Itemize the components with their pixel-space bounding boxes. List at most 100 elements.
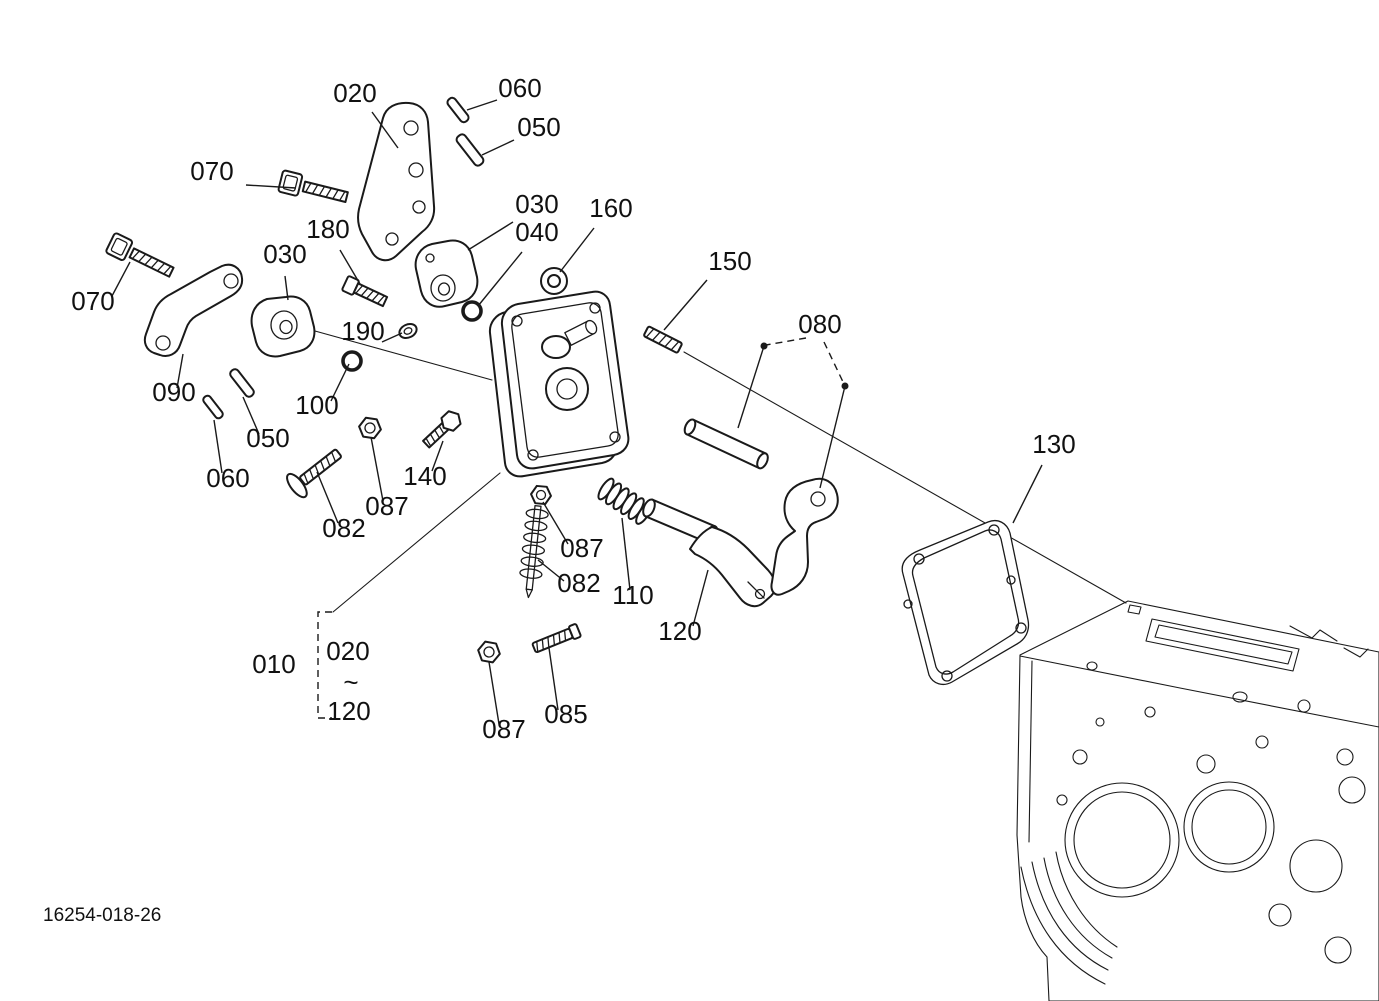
part-label-082-b: 082 [557,568,600,598]
part-130-gasket [901,519,1030,686]
leader-070-upper [245,184,297,189]
leader-087-a [370,436,384,502]
part-label-130: 130 [1032,429,1075,459]
part-label-110: 110 [612,580,653,610]
bolt-shaft [128,247,175,278]
lever-fork-line [747,581,765,599]
leader-140 [431,440,444,472]
part-060-pin-left [202,394,224,420]
thread-lines [304,182,346,202]
bolt-shaft [301,180,349,203]
part-140-joint [422,410,462,449]
part-label-050-left: 050 [246,423,289,453]
part-label-050-top: 050 [517,112,560,142]
part-label-140: 140 [403,461,446,491]
axis-pivot-shaft [314,330,493,381]
screw-head [286,472,308,499]
rod-end-b [756,452,769,470]
leader-190 [381,332,403,343]
part-labels: 020 060 050 070 180 030 040 160 070 030 … [71,73,1075,744]
block-crankcase-arcs [1020,851,1118,985]
block-bore-large-inner [1073,791,1171,889]
block-topface-hole-b [1232,691,1248,703]
leader-050-left [242,396,260,435]
leader-100 [330,363,350,402]
assembly-010-bracket [317,611,332,719]
bolt-head [105,232,134,261]
part-082-spring-screw [519,505,549,599]
block-small-slot [1127,604,1142,615]
plate-hole-bl [527,449,539,461]
leader-087-b [542,501,569,545]
thread-lines [645,328,680,351]
joint-hex [440,410,462,432]
shaft-end-a [642,498,656,518]
part-087-nut-c [477,640,501,664]
block-top-slot-inner [1154,624,1293,665]
part-label-190: 190 [341,316,384,346]
part-020-control-lever [357,101,436,262]
part-label-087-a: 087 [365,491,408,521]
block-hole-10 [1056,794,1068,806]
part-label-range-start: 020 [326,636,369,666]
screw-tip [525,588,533,599]
part-070-bolt-left [105,232,175,278]
block-top-face-edge [1019,655,1379,728]
part-150-screw [643,325,683,354]
block-hole-3 [1144,706,1156,718]
block-bore-large [1064,782,1180,898]
plate-hole-br [609,431,621,443]
leader-160 [559,227,595,273]
block-hole-1 [1338,776,1366,804]
part-label-090: 090 [152,377,195,407]
axis-plate-to-block [683,351,1127,604]
part-087-nut-b [530,484,552,506]
block-notch-b [1343,647,1369,658]
part-label-range-end: 120 [327,696,370,726]
block-hole-5 [1255,735,1269,749]
part-050-pin-top [455,133,485,167]
leader-150 [663,279,708,331]
assembly-080-marks [737,337,849,489]
leader-085 [548,647,559,711]
part-label-150: 150 [708,246,751,276]
leader-120 [692,569,709,627]
part-label-070-left: 070 [71,286,114,316]
bolt-head [277,169,304,197]
part-label-030-right: 030 [515,189,558,219]
part-label-020-lever: 020 [333,78,376,108]
part-070-bolt-upper [277,169,349,203]
leader-lines [111,99,1043,725]
plate-boss-shaft [564,319,598,346]
part-087-nut-a [358,416,382,440]
thread-lines [303,451,337,484]
rod-end-a [683,418,697,436]
part-050-pin-left [229,368,255,398]
part-100-oring [341,350,363,372]
leader-050-top [481,139,515,156]
thread-lines [355,284,386,305]
leader-110 [621,517,631,591]
block-hole-6 [1297,699,1311,713]
part-label-010: 010 [252,649,295,679]
block-topface-hole-a [1086,661,1098,671]
alignment-lines [314,330,1127,613]
lever-clevis-hole [754,588,766,600]
part-label-060-left: 060 [206,463,249,493]
part-190-washer [398,322,418,340]
part-cover-plate [488,290,630,478]
engine-block [1016,600,1379,1001]
lever-arm [689,526,777,608]
part-label-160: 160 [589,193,632,223]
block-hole-11 [1095,717,1105,727]
part-040-oring [461,300,483,322]
part-label-087-c: 087 [482,714,525,744]
block-bore-mid [1183,781,1275,873]
part-label-087-b: 087 [560,533,603,563]
part-090-lever [143,263,244,357]
plate-hole-tl [511,315,523,327]
leader-082-a [316,471,339,524]
part-label-060-top: 060 [498,73,541,103]
